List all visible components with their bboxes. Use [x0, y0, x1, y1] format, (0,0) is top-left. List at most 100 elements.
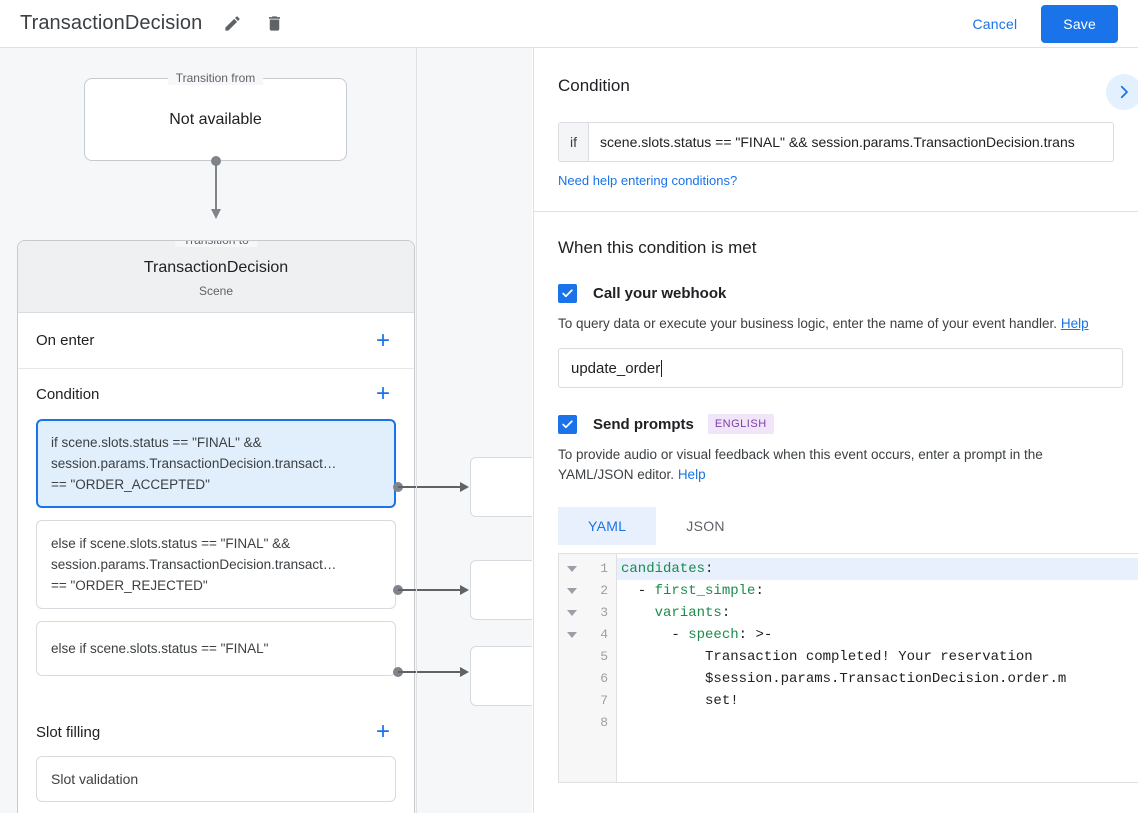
condition-expression-input[interactable]: scene.slots.status == "FINAL" && session… [600, 134, 1075, 150]
condition-line-3: == "ORDER_REJECTED" [51, 578, 208, 593]
trash-icon[interactable] [262, 12, 286, 36]
tab-json[interactable]: JSON [686, 518, 725, 534]
scene-name: TransactionDecision [143, 259, 289, 276]
webhook-label: Call your webhook [593, 285, 727, 302]
editor-fold-cell[interactable] [559, 580, 585, 602]
editor-fold-cell [559, 668, 585, 690]
save-button[interactable]: Save [1041, 4, 1118, 43]
cancel-button[interactable]: Cancel [959, 8, 1032, 40]
editor-code-line[interactable]: - first_simple: [621, 583, 764, 599]
target-stub-3[interactable] [470, 646, 532, 706]
condition-line-2: session.params.TransactionDecision.trans… [51, 456, 337, 471]
prompts-checkbox[interactable] [558, 414, 577, 434]
webhook-description: To query data or execute your business l… [558, 314, 1114, 334]
slot-validation-card[interactable]: Slot validation [36, 756, 396, 802]
slot-filling-label: Slot filling [36, 723, 101, 741]
panel-divider [534, 211, 1138, 212]
editor-fold-cell [559, 646, 585, 668]
target-stub-1[interactable] [470, 457, 532, 517]
editor-fold-cell[interactable] [559, 602, 585, 624]
target-stub-2[interactable] [470, 560, 532, 620]
editor-fold-column [559, 554, 585, 782]
page-title: TransactionDecision [20, 12, 203, 34]
editor-line-number: 8 [600, 715, 608, 730]
language-badge: ENGLISH [707, 414, 774, 434]
condition-line-2: session.params.TransactionDecision.trans… [51, 557, 337, 572]
transition-to-legend: Transition to [175, 241, 257, 247]
webhook-description-text: To query data or execute your business l… [558, 316, 1058, 331]
editor-fold-cell[interactable] [559, 558, 585, 580]
editor-line-number: 2 [600, 583, 608, 598]
connector-line [215, 161, 217, 211]
editor-code-line[interactable]: variants: [654, 605, 731, 621]
editor-code-line[interactable] [617, 712, 1138, 734]
condition-input-group[interactable]: if scene.slots.status == "FINAL" && sess… [558, 122, 1114, 162]
editor-fold-cell [559, 712, 585, 734]
condition-connector-1 [398, 486, 460, 488]
fold-triangle-icon[interactable] [567, 566, 577, 572]
editor-code-line[interactable]: set! [621, 693, 739, 709]
editor-fold-cell[interactable] [559, 624, 585, 646]
on-enter-section[interactable]: On enter + [18, 313, 414, 369]
fold-triangle-icon[interactable] [567, 610, 577, 616]
condition-connector-2 [398, 589, 460, 591]
connector-arrow-icon-3 [460, 667, 469, 677]
when-condition-met-heading: When this condition is met [558, 238, 757, 257]
editor-code-area[interactable]: candidates: - first_simple: variants: - … [617, 554, 1138, 782]
condition-help-link[interactable]: Need help entering conditions? [558, 173, 738, 188]
top-app-bar: TransactionDecision Cancel Save [0, 0, 1138, 48]
editor-line-number: 6 [600, 671, 608, 686]
editor-fold-cell [559, 690, 585, 712]
tab-yaml[interactable]: YAML [558, 507, 657, 545]
prompts-description-text: To provide audio or visual feedback when… [558, 447, 1043, 482]
condition-line-1: if scene.slots.status == "FINAL" && [51, 435, 262, 450]
add-on-enter-icon[interactable]: + [375, 326, 390, 354]
webhook-help-link[interactable]: Help [1060, 316, 1089, 331]
editor-code-line[interactable]: candidates: [617, 558, 1138, 580]
editor-line-number: 5 [600, 649, 608, 664]
add-slot-icon[interactable]: + [375, 718, 390, 745]
prompts-help-link[interactable]: Help [677, 467, 706, 482]
condition-heading: Condition [558, 76, 630, 95]
editor-line-number: 7 [600, 693, 608, 708]
transition-from-box: Transition from Not available [84, 71, 347, 161]
event-handler-input[interactable]: update_order [558, 348, 1123, 388]
add-condition-icon[interactable]: + [375, 380, 390, 407]
fold-triangle-icon[interactable] [567, 588, 577, 594]
transition-from-value: Not available [169, 110, 262, 128]
canvas-divider [416, 48, 417, 813]
transition-to-box: Transition to TransactionDecision Scene … [17, 240, 415, 813]
condition-section-header: Condition + [18, 369, 414, 419]
editor-code-line[interactable]: $session.params.TransactionDecision.orde… [621, 671, 1067, 687]
send-prompts-row[interactable]: Send prompts ENGLISH [558, 414, 1114, 434]
transition-from-legend: Transition from [167, 71, 264, 85]
chevron-right-icon[interactable] [1106, 74, 1138, 110]
condition-line-1: else if scene.slots.status == "FINAL" && [51, 536, 291, 551]
fold-triangle-icon[interactable] [567, 632, 577, 638]
event-handler-value: update_order [571, 359, 661, 377]
prompts-description: To provide audio or visual feedback when… [558, 445, 1114, 485]
scene-header: TransactionDecision Scene [18, 241, 414, 313]
pencil-icon[interactable] [220, 12, 244, 36]
editor-code-line[interactable]: Transaction completed! Your reservation [621, 649, 1033, 665]
call-webhook-row[interactable]: Call your webhook [558, 284, 1114, 303]
transition-arrow [211, 156, 221, 221]
prompts-label: Send prompts [593, 415, 694, 433]
condition-details-panel: Condition if scene.slots.status == "FINA… [533, 48, 1138, 813]
condition-connector-3 [398, 671, 460, 673]
webhook-checkbox[interactable] [558, 284, 577, 303]
condition-card-accepted[interactable]: if scene.slots.status == "FINAL" && sess… [36, 419, 396, 508]
editor-code-line[interactable]: - speech: >- [621, 627, 773, 643]
condition-list: if scene.slots.status == "FINAL" && sess… [18, 419, 414, 702]
condition-card-rejected[interactable]: else if scene.slots.status == "FINAL" &&… [36, 520, 396, 609]
if-prefix-label: if [559, 123, 589, 161]
connector-arrow-icon-2 [460, 585, 469, 595]
text-caret [661, 359, 663, 377]
connector-arrow-icon-1 [460, 482, 469, 492]
condition-card-final[interactable]: else if scene.slots.status == "FINAL" [36, 621, 396, 676]
editor-format-tabs: YAML JSON [558, 507, 1114, 545]
editor-line-number: 4 [600, 627, 608, 642]
scene-graph-panel: Transition from Not available Transition… [0, 48, 532, 813]
